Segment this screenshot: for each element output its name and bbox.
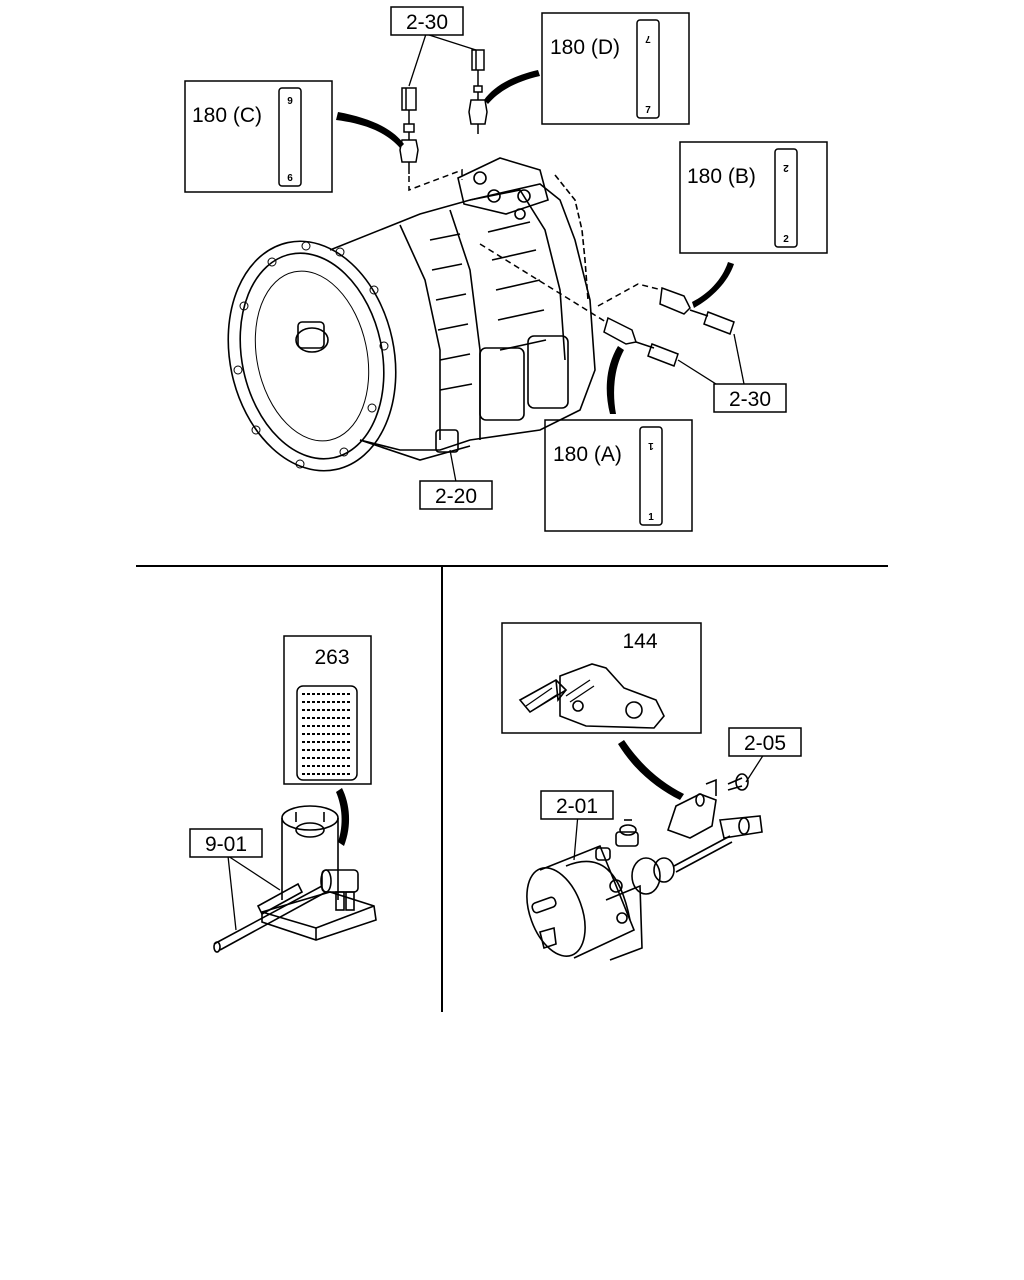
- callout-180-c-top: 9: [287, 96, 293, 107]
- tag-2-30-right: 2-30: [713, 383, 787, 413]
- callout-180-b-top: 2: [783, 162, 789, 173]
- leader-lines: [227, 33, 765, 931]
- tag-2-01: 2-01: [540, 790, 614, 820]
- callout-180-b-label: 180 (B): [687, 165, 756, 188]
- bracket-illustration: [518, 663, 665, 729]
- tag-9-01: 9-01: [189, 828, 263, 858]
- callout-180-d-label: 180 (D): [550, 36, 620, 59]
- tag-2-01-text: 2-01: [556, 795, 598, 818]
- tag-2-20-text: 2-20: [435, 485, 477, 508]
- right-sensors: [479, 243, 735, 367]
- tag-2-05-text: 2-05: [744, 732, 786, 755]
- callout-180-a-top: 1: [648, 440, 654, 451]
- tag-9-01-text: 9-01: [205, 833, 247, 856]
- callout-180-c: 180 (C) 9 6: [184, 80, 333, 193]
- callout-arrows: [336, 70, 734, 846]
- callout-180-d-bottom: 7: [645, 105, 651, 116]
- callout-180-a-bottom: 1: [648, 512, 654, 523]
- tool-illustration: [213, 805, 377, 953]
- tag-2-30-top-text: 2-30: [406, 11, 448, 34]
- tag-2-05: 2-05: [728, 727, 802, 757]
- callout-263: 263: [283, 635, 372, 785]
- callout-180-c-label: 180 (C): [192, 104, 262, 127]
- callout-263-label: 263: [314, 646, 349, 669]
- section-dividers: [136, 565, 888, 1012]
- callout-180-d-top: 7: [645, 33, 651, 44]
- tag-2-20: 2-20: [419, 480, 493, 510]
- callout-180-a-label: 180 (A): [553, 443, 622, 466]
- callout-180-c-bottom: 6: [287, 173, 293, 184]
- callout-180-b: 180 (B) 2 2: [679, 141, 828, 254]
- callout-144-label: 144: [622, 630, 657, 653]
- top-sensors: [399, 49, 488, 192]
- tag-2-30-right-text: 2-30: [729, 388, 771, 411]
- callout-144: 144: [501, 622, 702, 734]
- transmission-illustration: [227, 157, 596, 472]
- callout-180-d: 180 (D) 7 7: [541, 12, 690, 125]
- booster-illustration: [526, 773, 763, 961]
- callout-180-b-bottom: 2: [783, 234, 789, 245]
- tag-2-30-top: 2-30: [390, 6, 464, 36]
- flange-bolt-holes: [233, 241, 389, 469]
- decal-plate-illustration: [296, 685, 358, 781]
- callout-180-a: 180 (A) 1 1: [544, 419, 693, 532]
